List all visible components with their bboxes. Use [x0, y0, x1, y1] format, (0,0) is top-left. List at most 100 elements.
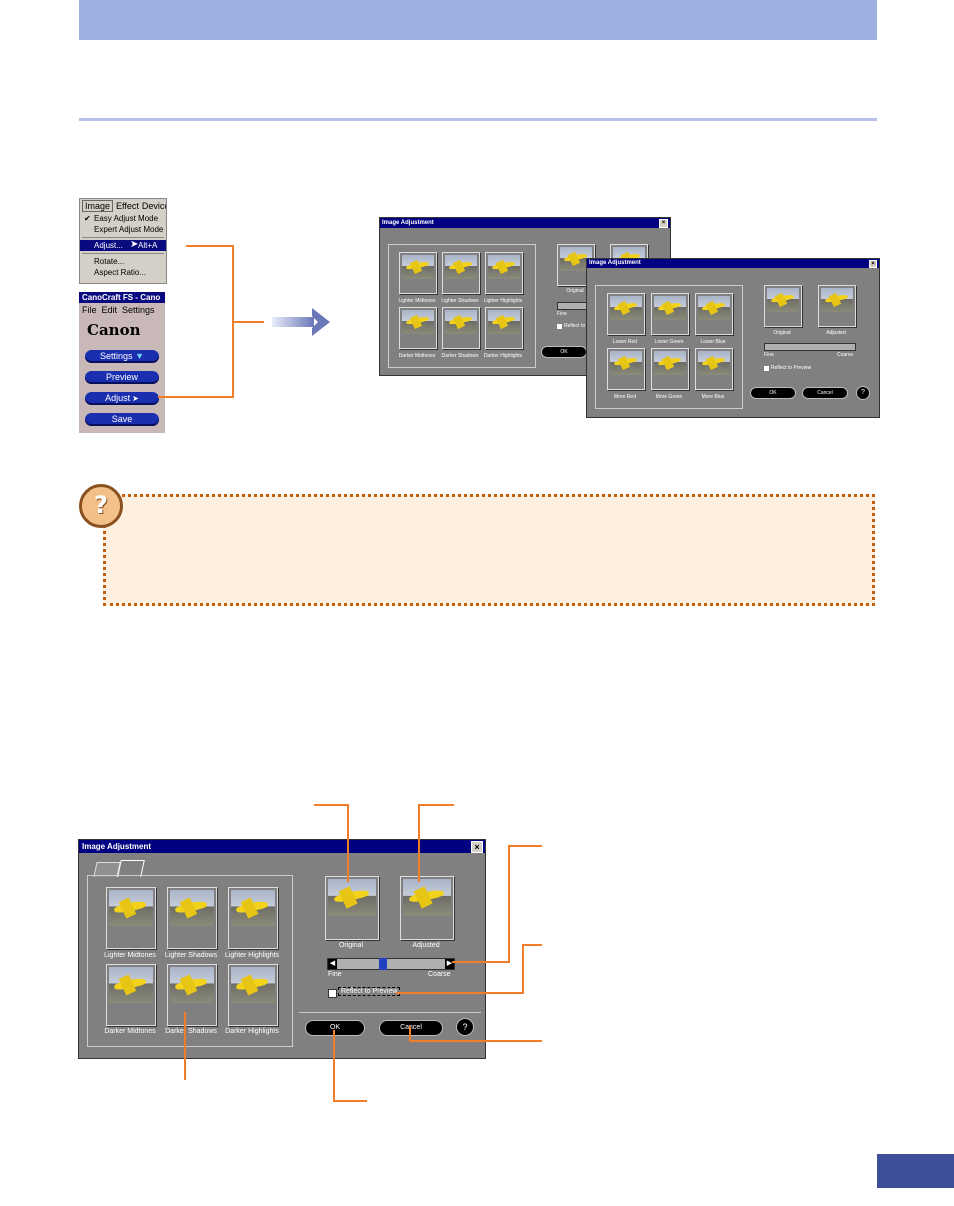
thumb-more-green[interactable] [651, 348, 689, 390]
thumb-lower-green[interactable] [651, 293, 689, 335]
dialog-title-text: Image Adjustment [589, 260, 641, 266]
thumb-lighter-midtones[interactable] [106, 887, 156, 949]
thumb-lighter-highlights[interactable] [228, 887, 278, 949]
fine-label: Fine [557, 311, 567, 317]
header-band [79, 0, 877, 40]
callout-line [333, 1100, 367, 1102]
thumb-more-blue[interactable] [695, 348, 733, 390]
adjust-button[interactable]: Adjust➤ [85, 392, 159, 405]
menu-item-easy-adjust[interactable]: ✔ Easy Adjust Mode [80, 213, 166, 224]
ok-button[interactable]: OK [541, 346, 587, 358]
thumb-adjusted [400, 876, 454, 940]
thumb-label: Lower Green [654, 339, 684, 345]
reflect-checkbox[interactable] [557, 324, 562, 329]
thumb-darker-shadows[interactable] [442, 307, 480, 349]
menu-item-shortcut: Alt+A [138, 241, 158, 250]
app-menu-file[interactable]: File [82, 305, 97, 315]
app-menu-edit[interactable]: Edit [101, 305, 118, 315]
triangle-down-icon: ▼ [135, 351, 144, 361]
callout-line [314, 804, 348, 806]
fine-coarse-slider[interactable] [764, 343, 856, 351]
thumb-label: More Blue [701, 394, 725, 400]
thumb-label: Darker Shadows [441, 353, 479, 359]
menu-item-rotate[interactable]: Rotate... [80, 256, 166, 267]
plane-image [170, 967, 214, 1003]
thumb-darker-highlights[interactable] [485, 307, 523, 349]
app-menu-bar: File Edit Settings [79, 303, 165, 317]
slider-left-icon[interactable]: ◀ [328, 959, 337, 969]
menu-item-label: Rotate... [94, 257, 125, 266]
plane-image [231, 890, 275, 926]
menu-item-label: Aspect Ratio... [94, 268, 147, 277]
menu-item-adjust[interactable]: Adjust... Alt+A ➤ [80, 239, 166, 251]
question-icon: ? [79, 484, 123, 528]
menu-separator [82, 237, 164, 238]
thumb-more-red[interactable] [607, 348, 645, 390]
settings-button[interactable]: Settings ▼ [85, 350, 159, 363]
close-icon[interactable]: × [471, 841, 483, 853]
cancel-button[interactable]: Cancel [802, 387, 848, 399]
reflect-label: Reflect to Preview [564, 323, 605, 329]
divider [299, 1012, 481, 1013]
plane-image [610, 296, 642, 320]
reflect-checkbox[interactable] [328, 989, 337, 998]
thumb-label: Lighter Highlights [483, 298, 523, 304]
original-label: Original [566, 288, 584, 294]
thumb-label: Darker Midtones [104, 1028, 156, 1035]
dialog-title-text: Image Adjustment [82, 842, 152, 851]
fine-label: Fine [764, 352, 774, 358]
thumb-lower-red[interactable] [607, 293, 645, 335]
callout-line [522, 944, 542, 946]
fine-coarse-slider[interactable]: ◀ ▶ [327, 958, 455, 970]
help-icon[interactable]: ? [856, 386, 870, 400]
plane-wing [118, 974, 137, 996]
thumb-lighter-highlights[interactable] [485, 252, 523, 294]
thumb-lighter-shadows[interactable] [442, 252, 480, 294]
thumb-darker-midtones[interactable] [399, 307, 437, 349]
callout-line [184, 1012, 186, 1080]
thumb-lighter-shadows[interactable] [167, 887, 217, 949]
preview-button[interactable]: Preview [85, 371, 159, 384]
plane-wing [240, 974, 259, 996]
thumb-darker-midtones[interactable] [106, 964, 156, 1026]
menu-image[interactable]: Image [82, 200, 114, 212]
cursor-icon: ➤ [130, 239, 139, 250]
menu-item-expert-adjust[interactable]: Expert Adjust Mode [80, 224, 166, 235]
app-menu-settings[interactable]: Settings [122, 305, 155, 315]
plane-image [610, 351, 642, 375]
help-icon[interactable]: ? [456, 1018, 474, 1036]
save-button[interactable]: Save [85, 413, 159, 426]
thumb-lower-blue[interactable] [695, 293, 733, 335]
ok-button[interactable]: OK [305, 1020, 365, 1036]
menu-item-aspect-ratio[interactable]: Aspect Ratio... [80, 267, 166, 278]
callout-line [410, 1040, 542, 1042]
reflect-checkbox[interactable] [764, 366, 769, 371]
close-icon[interactable]: × [869, 260, 877, 268]
close-icon[interactable]: × [659, 219, 668, 228]
thumb-label: Lighter Midtones [104, 952, 156, 959]
callout-line [522, 944, 524, 994]
plane-image [328, 879, 376, 917]
check-icon: ✔ [84, 214, 91, 223]
callout-line [347, 804, 349, 882]
thumb-label: Darker Shadows [165, 1028, 217, 1035]
plane-image [445, 255, 477, 279]
slider-thumb[interactable] [379, 958, 387, 970]
connector-line [158, 396, 234, 398]
thumb-panel [388, 244, 536, 368]
ok-button[interactable]: OK [750, 387, 796, 399]
adjusted-label: Adjusted [412, 942, 440, 949]
thumb-original [325, 876, 379, 940]
slider-right-icon[interactable]: ▶ [445, 959, 454, 969]
fine-coarse-slider[interactable] [557, 302, 589, 310]
cancel-button[interactable]: Cancel [379, 1020, 443, 1036]
thumb-label: More Red [614, 394, 636, 400]
plane-image [698, 296, 730, 320]
thumb-lighter-midtones[interactable] [399, 252, 437, 294]
menu-effect[interactable]: Effect [116, 201, 139, 211]
thumb-label: Lower Blue [700, 339, 726, 345]
thumb-darker-shadows[interactable] [167, 964, 217, 1026]
callout-line [418, 804, 420, 882]
menu-device[interactable]: Device [141, 201, 167, 211]
thumb-darker-highlights[interactable] [228, 964, 278, 1026]
